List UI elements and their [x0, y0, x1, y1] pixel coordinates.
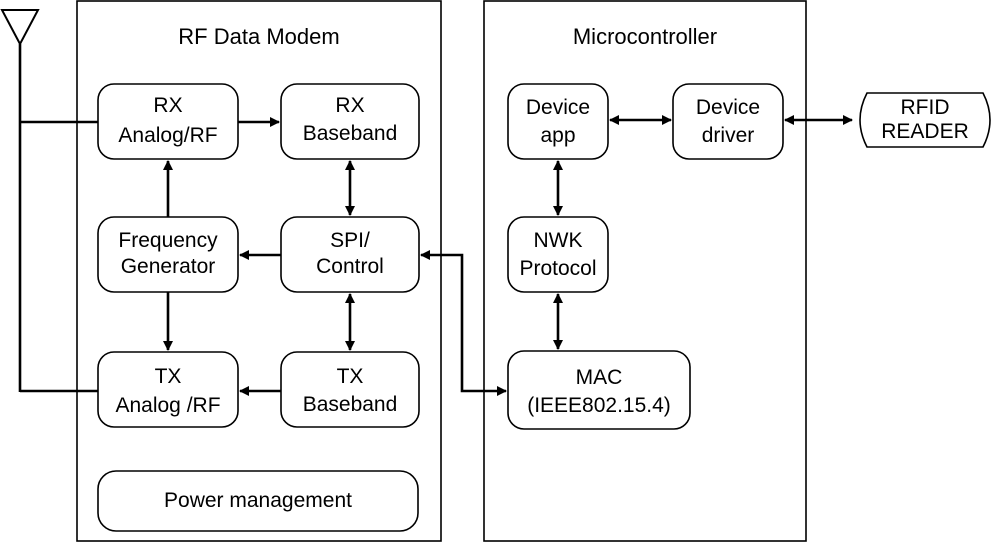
rx-analog-rf-label-1: RX	[153, 94, 182, 117]
tx-baseband-box	[280, 351, 420, 428]
device-driver-label-2: driver	[702, 124, 755, 147]
device-app-label-1: Device	[526, 96, 590, 119]
rx-baseband-box	[280, 83, 420, 160]
rfid-reader-label-1: RFID	[901, 96, 950, 119]
antenna-icon	[0, 9, 40, 392]
device-driver-label-1: Device	[696, 96, 760, 119]
tx-analog-rf-box	[97, 351, 239, 428]
device-app-box	[507, 83, 609, 160]
spi-control-label-2: Control	[316, 255, 384, 278]
rx-analog-rf-label-2: Analog/RF	[118, 124, 217, 147]
tx-baseband-label-2: Baseband	[303, 393, 398, 416]
edge-spi-mac	[420, 250, 507, 396]
rx-baseband-label-1: RX	[335, 94, 364, 117]
tx-baseband-label-1: TX	[337, 365, 364, 388]
device-driver-box	[672, 83, 784, 160]
rfid-reader-shape	[859, 92, 991, 148]
frequency-generator-label-2: Generator	[121, 255, 216, 278]
nwk-protocol-box	[507, 216, 609, 293]
frequency-generator-label-1: Frequency	[118, 229, 218, 252]
rx-baseband-label-2: Baseband	[303, 122, 398, 145]
nwk-protocol-label-1: NWK	[534, 229, 583, 252]
mac-box	[507, 350, 691, 430]
tx-analog-rf-label-2: Analog /RF	[115, 394, 220, 417]
power-management-box	[97, 470, 419, 532]
mac-label-1: MAC	[576, 366, 623, 389]
rfid-reader-label-2: READER	[881, 120, 969, 143]
power-management-label: Power management	[164, 489, 352, 512]
microcontroller-title: Microcontroller	[573, 24, 717, 49]
mac-label-2: (IEEE802.15.4)	[527, 394, 671, 417]
spi-control-label-1: SPI/	[330, 229, 370, 252]
tx-analog-rf-label-1: TX	[155, 365, 182, 388]
device-app-label-2: app	[540, 124, 575, 147]
rf-modem-title: RF Data Modem	[178, 24, 339, 49]
nwk-protocol-label-2: Protocol	[519, 257, 596, 280]
